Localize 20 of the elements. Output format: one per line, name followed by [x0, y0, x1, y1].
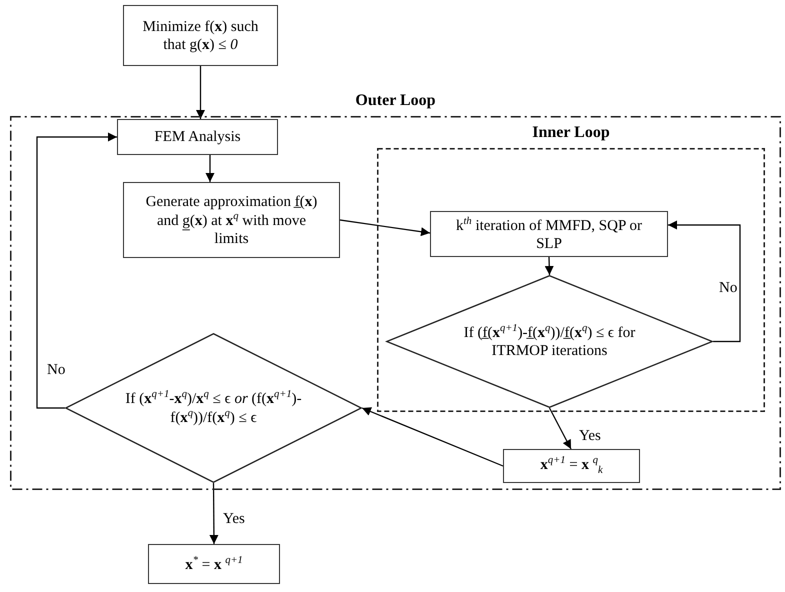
group-title: Outer Loop [354, 91, 437, 110]
arrow [362, 407, 504, 467]
arrow [668, 220, 741, 342]
group-title: Inner Loop [531, 123, 611, 142]
process-box: x$^{*}$ = x $^{q+1}$ [148, 544, 280, 584]
process-box: k$^{th}$ iteration of MMFD, SQP or SLP [430, 211, 668, 257]
decision-diamond [386, 275, 713, 408]
arrow [544, 256, 554, 276]
arrow [209, 483, 218, 544]
condition-text: If (x$^{q+1}$-x$^{q}$)/x$^{q}$ ≤ ϵ or (f(x$^{q+1}$)-f(x$^{q}$))/f(x$^{q}$) ≤ ϵ [124, 389, 303, 427]
condition-text: If (f̲(x$^{q+1}$)-f̲(x$^{q}$))/f̲(x$^{q}$) ≤ ϵ for ITRMOP iterations [462, 323, 636, 360]
process-box: Generate approximation f̲(x) and g̲(x) at x$^{q}$ with move limits [123, 182, 340, 258]
decision-diamond [65, 333, 362, 483]
arrow [206, 155, 214, 182]
process-box: FEM Analysis [117, 119, 278, 155]
arrow [36, 132, 117, 409]
arrow [548, 408, 572, 450]
process-box: Minimize f(x) such that g(x) ≤ 0 [123, 5, 278, 66]
arrow [196, 66, 205, 119]
arrow [340, 219, 430, 236]
